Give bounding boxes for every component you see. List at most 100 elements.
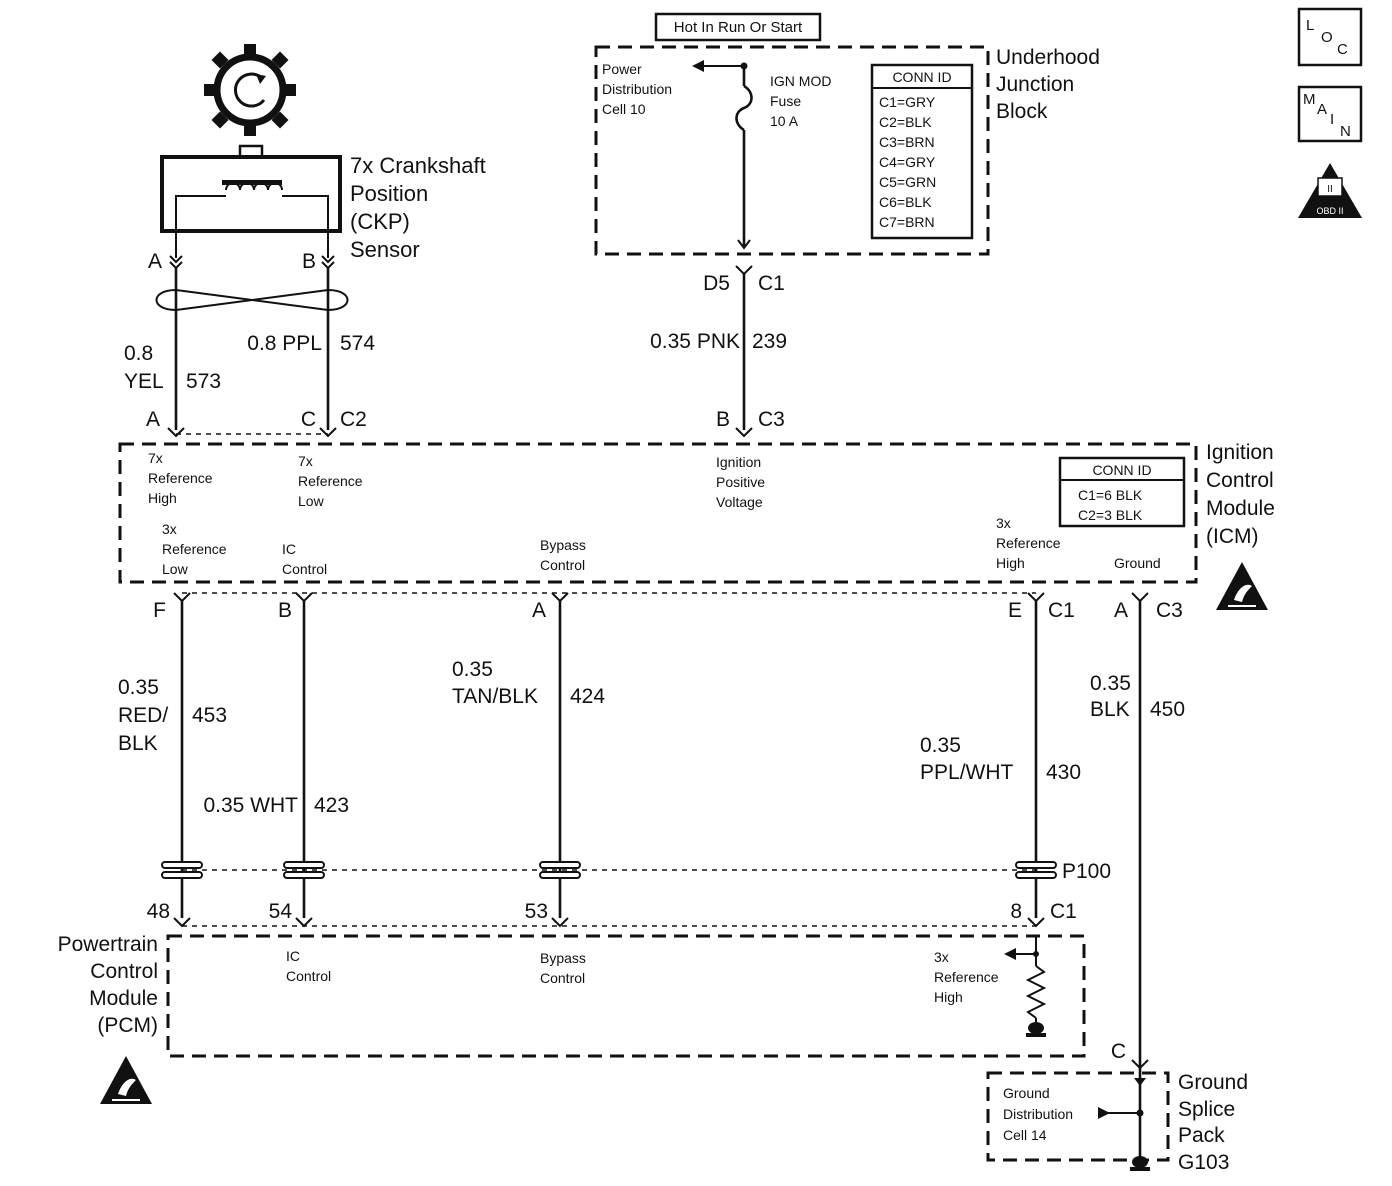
splice-name: Pack <box>1178 1124 1225 1147</box>
pcm-label-ic: Control <box>286 968 331 984</box>
icm-label-ign-pos: Ignition <box>716 454 761 470</box>
pcm-label-bypass: Bypass <box>540 950 586 966</box>
wire-450-size: 0.35 <box>1090 672 1131 695</box>
icm-name: Control <box>1206 469 1274 492</box>
wire-574-label: 0.8 PPL <box>247 332 322 355</box>
ckp-name: Sensor <box>350 237 420 262</box>
icm-name: Module <box>1206 497 1275 520</box>
pcm-label-bypass: Control <box>540 970 585 986</box>
gdc-label: Ground <box>1003 1085 1050 1101</box>
wire-239-circuit: 239 <box>752 330 787 353</box>
twisted-pair-icon <box>155 288 349 312</box>
icm-label-ref-high-7x: 7x <box>148 450 163 466</box>
wire-574-circuit: 574 <box>340 332 375 355</box>
main-letter: A <box>1317 101 1327 118</box>
wire-424-circuit: 424 <box>570 685 605 708</box>
icm-label-ref-high-7x: Reference <box>148 470 213 486</box>
pdc-label: Distribution <box>602 81 672 97</box>
main-letter: N <box>1340 123 1351 140</box>
wire-239-label: 0.35 PNK <box>650 330 740 353</box>
icm-pin-f: F <box>153 599 166 622</box>
wire-423-circuit: 423 <box>314 794 349 817</box>
icm-pin-a-bottom: A <box>532 599 546 622</box>
loc-icon[interactable]: L O C <box>1297 7 1363 67</box>
pcm-pin-8: 8 <box>1010 900 1022 923</box>
loc-letter: O <box>1321 29 1333 46</box>
loc-letter: C <box>1337 41 1348 58</box>
esd-warning-icon <box>99 1055 153 1105</box>
pcm-label-ref: High <box>934 989 963 1005</box>
wire-430-size: 0.35 <box>920 734 961 757</box>
icm-label-ref-low-7x: Reference <box>298 473 363 489</box>
pcm-label-ref: Reference <box>934 969 999 985</box>
icm-pin-a: A <box>146 408 160 431</box>
obd-label: OBD II <box>1316 206 1343 216</box>
ckp-pin-a: A <box>148 250 162 273</box>
icm-conn-c2: C2 <box>340 408 367 431</box>
ground-splice-pack[interactable]: Ground Distribution Cell 14 <box>986 1071 1170 1162</box>
pcm-name: Powertrain <box>58 933 158 956</box>
ckp-name: (CKP) <box>350 209 410 234</box>
resistor-icon <box>1025 965 1047 1019</box>
wire-453-color1: RED/ <box>118 704 168 727</box>
loc-letter: L <box>1306 17 1314 34</box>
icm-name: Ignition <box>1206 441 1274 464</box>
pcm-name: Control <box>90 960 158 983</box>
underhood-junction-block[interactable]: Underhood Junction Block Power Distribut… <box>594 45 1100 256</box>
ujb-conn-row: C1=GRY <box>879 94 936 110</box>
icm-label-ign-pos: Voltage <box>716 494 763 510</box>
icm-label-ref-low-3x: Reference <box>162 541 227 557</box>
ujb-conn-row: C6=BLK <box>879 194 932 210</box>
icm-name: (ICM) <box>1206 525 1258 548</box>
wire-453-color2: BLK <box>118 732 158 755</box>
wire-573-color: YEL <box>124 370 164 393</box>
esd-warning-icon <box>1215 561 1269 611</box>
ujb-conn-title: CONN ID <box>892 69 951 85</box>
pcm-label-ref: 3x <box>934 949 949 965</box>
fuse-label: IGN MOD <box>770 73 831 89</box>
icm-label-bypass: Control <box>540 557 585 573</box>
reluctor-wheel-icon <box>204 44 296 136</box>
power-mode-box <box>654 12 822 42</box>
wire-430-color: PPL/WHT <box>920 761 1014 784</box>
pcm-pin-53: 53 <box>525 900 548 923</box>
ckp-pin-b: B <box>302 250 316 273</box>
icm-conn-c1: C1 <box>1048 599 1075 622</box>
ckp-name: 7x Crankshaft <box>350 153 486 178</box>
icm-conn-c3: C3 <box>758 408 785 431</box>
pcm-conn-c1: C1 <box>1050 900 1077 923</box>
icm-label-ground: Ground <box>1114 555 1161 571</box>
ground-symbol-icon <box>1130 1156 1150 1171</box>
wire-423-label: 0.35 WHT <box>203 794 298 817</box>
ujb-name: Junction <box>996 73 1074 96</box>
icm-label-ref-low-7x: Low <box>298 493 325 509</box>
pdc-label: Power <box>602 61 642 77</box>
ujb-conn-row: C3=BRN <box>879 134 935 150</box>
powertrain-control-module[interactable]: Powertrain Control Module (PCM) IC Contr… <box>58 933 1086 1058</box>
ujb-conn-row: C7=BRN <box>879 214 935 230</box>
p100-connector[interactable] <box>161 861 1057 879</box>
icm-label-bypass: Bypass <box>540 537 586 553</box>
main-icon[interactable]: M A I N <box>1297 85 1363 143</box>
ignition-control-module[interactable]: Ignition Control Module (ICM) 7x Referen… <box>118 441 1275 584</box>
splice-name: Ground <box>1178 1071 1248 1094</box>
ujb-conn-row: C2=BLK <box>879 114 932 130</box>
ckp-sensor[interactable]: 7x Crankshaft Position (CKP) Sensor <box>160 44 486 262</box>
svg-text:II: II <box>1327 184 1333 195</box>
ujb-name: Block <box>996 100 1048 123</box>
wire-453-size: 0.35 <box>118 676 159 699</box>
wire-453-circuit: 453 <box>192 704 227 727</box>
icm-pin-b-bottom: B <box>278 599 292 622</box>
icm-label-ref-high-3x: 3x <box>996 515 1011 531</box>
pcm-pin-54: 54 <box>269 900 293 923</box>
icm-label-ref-high-3x: High <box>996 555 1025 571</box>
icm-label-ic-control: IC <box>282 541 296 557</box>
obd-ii-icon[interactable]: II OBD II <box>1298 163 1362 218</box>
splice-name: G103 <box>1178 1151 1229 1174</box>
icm-conn-title: CONN ID <box>1092 462 1151 478</box>
pcm-pin-48: 48 <box>147 900 170 923</box>
icm-label-ref-low-3x: Low <box>162 561 189 577</box>
ujb-conn-row: C5=GRN <box>879 174 936 190</box>
icm-label-ign-pos: Positive <box>716 474 765 490</box>
icm-conn-row: C2=3 BLK <box>1078 507 1143 523</box>
